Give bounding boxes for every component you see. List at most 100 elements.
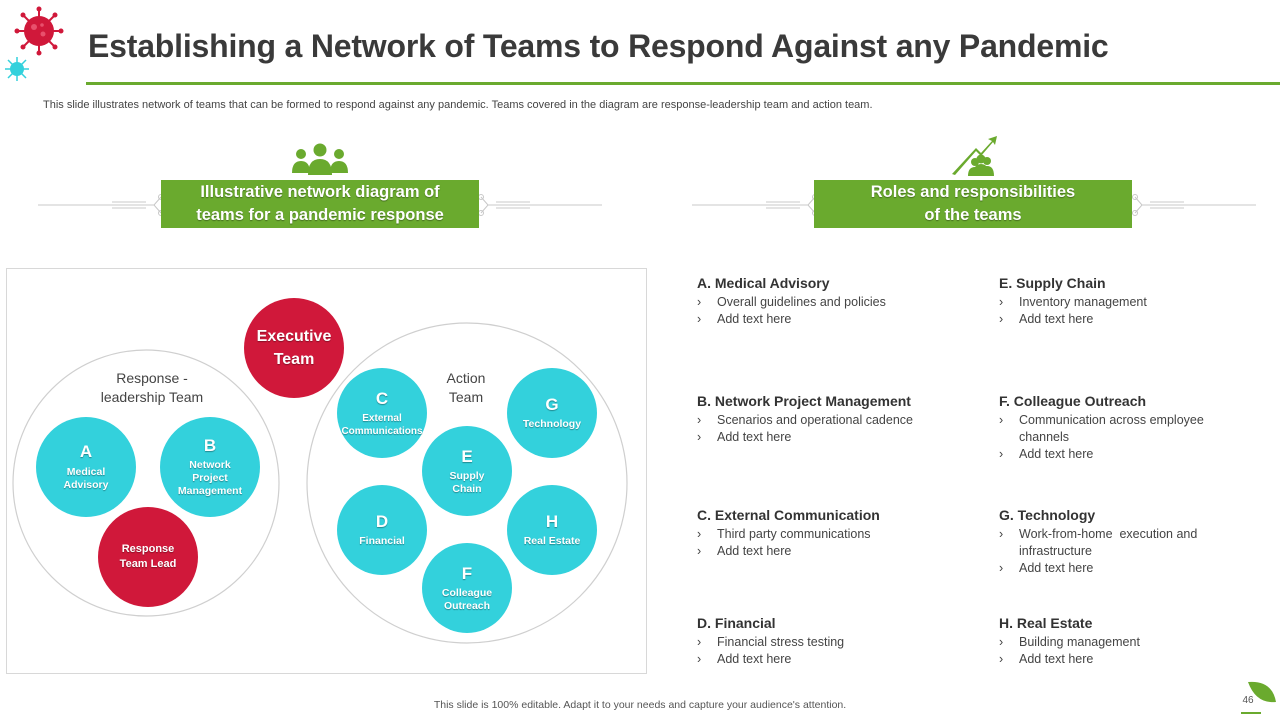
role-block-d: D. Financial ›Financial stress testing ›… [697, 615, 957, 668]
node-label: Medical [66, 466, 106, 478]
leaf-corner-icon [1248, 681, 1276, 703]
response-leadership-group-label: Response - leadership Team [60, 369, 244, 407]
role-bullet: › Add text here [697, 543, 957, 560]
banner-line: teams for a pandemic response [196, 206, 444, 224]
node-label: Team [273, 351, 315, 368]
bullet-marker: › [697, 312, 702, 326]
bullet-text: Third party communications [717, 527, 871, 541]
node-label: Financial [359, 535, 405, 547]
role-bullet: ›Inventory management [999, 294, 1259, 311]
role-bullet: ›Add text here [999, 651, 1259, 668]
role-bullet: › Work-from-home execution and infrastruc… [999, 526, 1219, 560]
team-node-f: F Colleague Outreach [422, 543, 512, 633]
bullet-marker: › [697, 544, 702, 558]
title-divider [86, 82, 1280, 85]
node-letter: C [375, 388, 389, 408]
bullet-marker: › [697, 413, 702, 427]
node-label: Advisory [63, 479, 109, 491]
executive-team-node: Executive Team [244, 298, 344, 398]
bullet-text: Add text here [717, 430, 792, 444]
action-team-group-label: Action Team [416, 369, 516, 407]
team-node-a: A Medical Advisory [36, 417, 136, 517]
role-bullet: › Communication across employee channels [999, 412, 1219, 446]
role-title: E. Supply Chain [999, 275, 1106, 291]
network-diagram-panel [6, 268, 647, 674]
node-label: Real Estate [523, 535, 581, 547]
bullet-text: Work-from-home execution and infrastruct… [1019, 527, 1201, 558]
role-block-b: B. Network Project Management ›Scenarios… [697, 393, 957, 446]
node-letter: A [79, 442, 93, 461]
slide-description: This slide illustrates network of teams … [43, 99, 873, 111]
node-letter: B [203, 436, 217, 455]
slide-footer: This slide is 100% editable. Adapt it to… [433, 699, 847, 711]
node-label: Network [189, 459, 231, 471]
role-title: F. Colleague Outreach [999, 393, 1147, 409]
bullet-marker: › [999, 447, 1004, 461]
bullet-text: Overall guidelines and policies [717, 295, 886, 309]
node-letter: G [545, 395, 559, 414]
group-label-line: Action [446, 370, 486, 386]
node-label: Project [192, 472, 228, 484]
bullet-text: Communication across employee channels [1019, 413, 1204, 444]
role-block-c: C. External Communication ›Third party c… [697, 507, 957, 560]
bullet-text: Add text here [1019, 652, 1094, 666]
bullet-text: Add text here [1019, 561, 1094, 575]
virus-icon [14, 6, 64, 56]
page-title: Establishing a Network of Teams to Respo… [88, 28, 1109, 64]
node-letter: F [461, 563, 473, 583]
bullet-marker: › [999, 413, 1004, 427]
page-number: 46 [1242, 695, 1254, 706]
role-bullet: › Third party communications [697, 526, 957, 543]
role-block-a: A. Medical Advisory › Overall guidelines … [697, 275, 957, 328]
response-team-lead-node: Response Team Lead [98, 507, 198, 607]
role-block-e: E. Supply Chain ›Inventory management ›A… [999, 275, 1259, 328]
role-title: D. Financial [697, 615, 776, 631]
bullet-text: Inventory management [1019, 295, 1147, 309]
people-group-icon [292, 143, 348, 175]
node-label: External [362, 412, 402, 424]
bullet-marker: › [697, 295, 702, 309]
role-block-f: F. Colleague Outreach › Communication acr… [999, 393, 1219, 463]
role-block-g: G. Technology › Work-from-home execution … [999, 507, 1219, 577]
bullet-marker: › [999, 527, 1004, 541]
node-label: Team Lead [119, 558, 177, 570]
node-label: Response [121, 543, 175, 555]
virus-icon [5, 57, 29, 81]
bullet-marker: › [697, 430, 702, 444]
node-label: Outreach [443, 599, 491, 612]
role-bullet: › Add text here [999, 560, 1219, 577]
team-group-outlines [12, 322, 628, 644]
bullet-marker: › [999, 561, 1004, 575]
role-bullet: ›Financial stress testing [697, 634, 957, 651]
team-node-h: H Real Estate [507, 485, 597, 575]
bullet-marker: › [999, 312, 1004, 326]
role-block-h: H. Real Estate ›Building management ›Add… [999, 615, 1259, 668]
bullet-text: Add text here [717, 652, 792, 666]
bullet-marker: › [999, 635, 1004, 649]
node-label: Chain [452, 482, 482, 495]
team-node-d: D Financial [337, 485, 427, 575]
team-node-g: G Technology [507, 368, 597, 458]
bullet-text: Add text here [717, 544, 792, 558]
role-bullet: ›Add text here [999, 311, 1259, 328]
role-bullet: ›Add text here [999, 446, 1219, 463]
bullet-marker: › [697, 527, 702, 541]
team-node-c: C External Communications [337, 368, 427, 458]
bullet-text: Add text here [717, 312, 792, 326]
role-bullet: ›Scenarios and operational cadence [697, 412, 957, 429]
growth-arrow-people-icon [952, 136, 997, 176]
node-label: Supply [449, 469, 485, 482]
bullet-text: Building management [1019, 635, 1140, 649]
role-title: G. Technology [999, 507, 1096, 523]
role-title: A. Medical Advisory [697, 275, 830, 291]
node-label: Management [177, 485, 243, 497]
node-label: Executive [256, 328, 332, 345]
bullet-marker: › [697, 652, 702, 666]
team-node-b: B Network Project Management [160, 417, 260, 517]
group-label-line: leadership Team [100, 389, 204, 405]
node-letter: E [461, 446, 473, 466]
node-letter: H [545, 512, 559, 531]
role-bullet: › Add text here [697, 311, 957, 328]
